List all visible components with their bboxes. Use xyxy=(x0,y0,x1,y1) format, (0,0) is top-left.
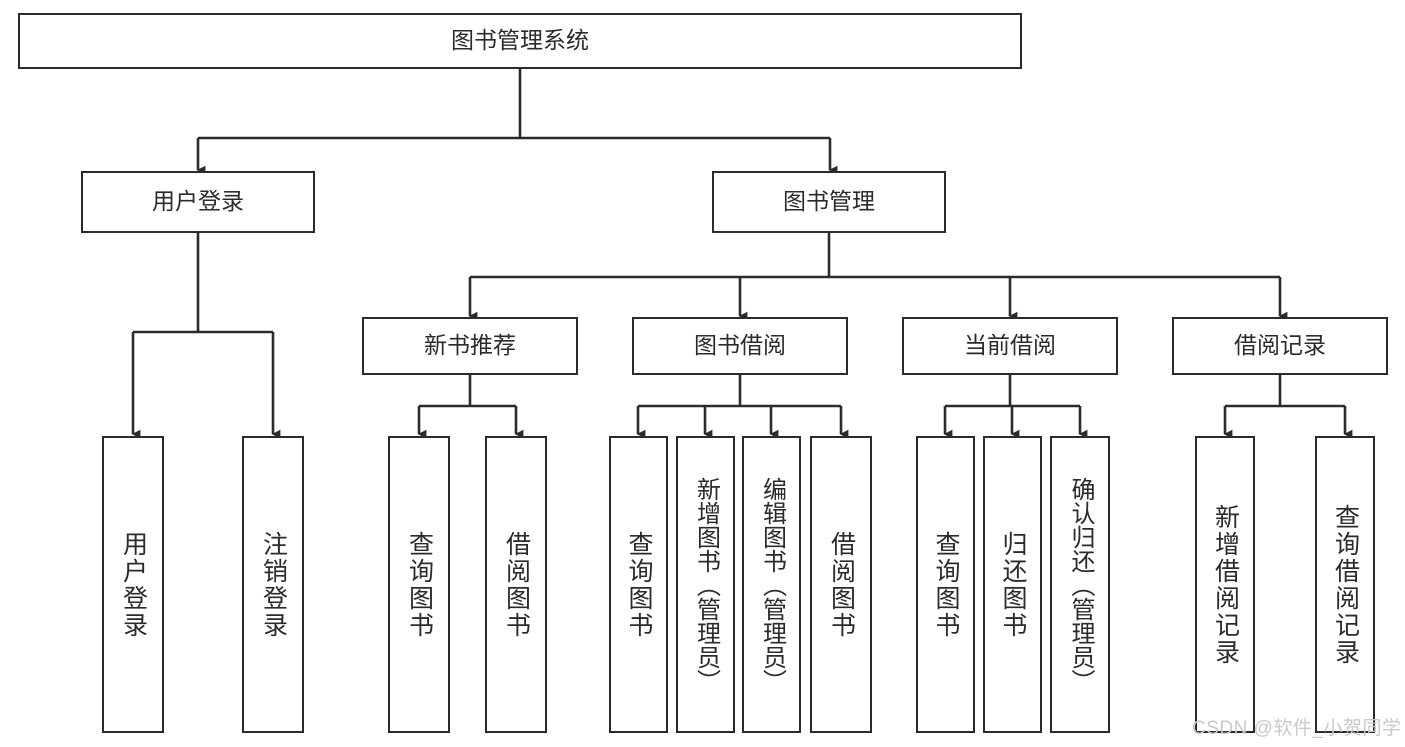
node-label: 注销登录 xyxy=(259,530,288,639)
node-label: 用户登录 xyxy=(152,188,244,215)
node-label: 查询图书 xyxy=(625,530,653,639)
node-label: 借阅图书 xyxy=(502,530,531,639)
node-label: 图书管理 xyxy=(783,188,875,215)
node-label: 当前借阅 xyxy=(964,332,1056,359)
node-label: 用户登录 xyxy=(119,530,148,639)
node-label: 查询图书 xyxy=(932,530,960,639)
node-leaf-return-book[interactable]: 归还图书 xyxy=(983,436,1042,733)
node-label: 编辑图书（管理员） xyxy=(758,476,786,693)
node-user-login[interactable]: 用户登录 xyxy=(81,171,315,233)
node-new-book-recommendation[interactable]: 新书推荐 xyxy=(362,317,578,375)
csdn-watermark: CSDN @软件_小贺同学 xyxy=(1192,718,1402,739)
node-label: 查询图书 xyxy=(405,530,434,639)
node-label: 新书推荐 xyxy=(424,332,516,359)
node-leaf-query-book[interactable]: 查询图书 xyxy=(609,436,668,733)
node-leaf-borrow-book-recommend[interactable]: 借阅图书 xyxy=(485,436,547,733)
node-leaf-query-borrow-record[interactable]: 查询借阅记录 xyxy=(1315,436,1375,733)
node-leaf-add-borrow-record[interactable]: 新增借阅记录 xyxy=(1195,436,1255,733)
node-label: 新增图书（管理员） xyxy=(692,476,720,693)
node-leaf-confirm-return-admin[interactable]: 确认归还（管理员） xyxy=(1050,436,1110,733)
node-label: 图书管理系统 xyxy=(451,27,589,54)
node-root-system[interactable]: 图书管理系统 xyxy=(18,13,1022,69)
node-leaf-query-book-recommend[interactable]: 查询图书 xyxy=(388,436,450,733)
node-label: 图书借阅 xyxy=(694,332,786,359)
node-current-borrowing[interactable]: 当前借阅 xyxy=(902,317,1118,375)
node-book-management[interactable]: 图书管理 xyxy=(712,171,946,233)
node-leaf-user-login[interactable]: 用户登录 xyxy=(102,436,164,733)
node-leaf-query-book-current[interactable]: 查询图书 xyxy=(916,436,975,733)
node-label: 借阅记录 xyxy=(1234,332,1326,359)
node-book-borrowing[interactable]: 图书借阅 xyxy=(632,317,848,375)
node-leaf-edit-book-admin[interactable]: 编辑图书（管理员） xyxy=(742,436,801,733)
node-label: 查询借阅记录 xyxy=(1331,503,1360,666)
node-borrowing-records[interactable]: 借阅记录 xyxy=(1172,317,1388,375)
node-leaf-borrow-book[interactable]: 借阅图书 xyxy=(810,436,872,733)
node-label: 借阅图书 xyxy=(827,530,856,639)
node-label: 确认归还（管理员） xyxy=(1067,476,1094,693)
node-leaf-logout[interactable]: 注销登录 xyxy=(242,436,304,733)
node-label: 新增借阅记录 xyxy=(1211,503,1240,666)
node-leaf-add-book-admin[interactable]: 新增图书（管理员） xyxy=(676,436,735,733)
node-label: 归还图书 xyxy=(999,530,1027,639)
